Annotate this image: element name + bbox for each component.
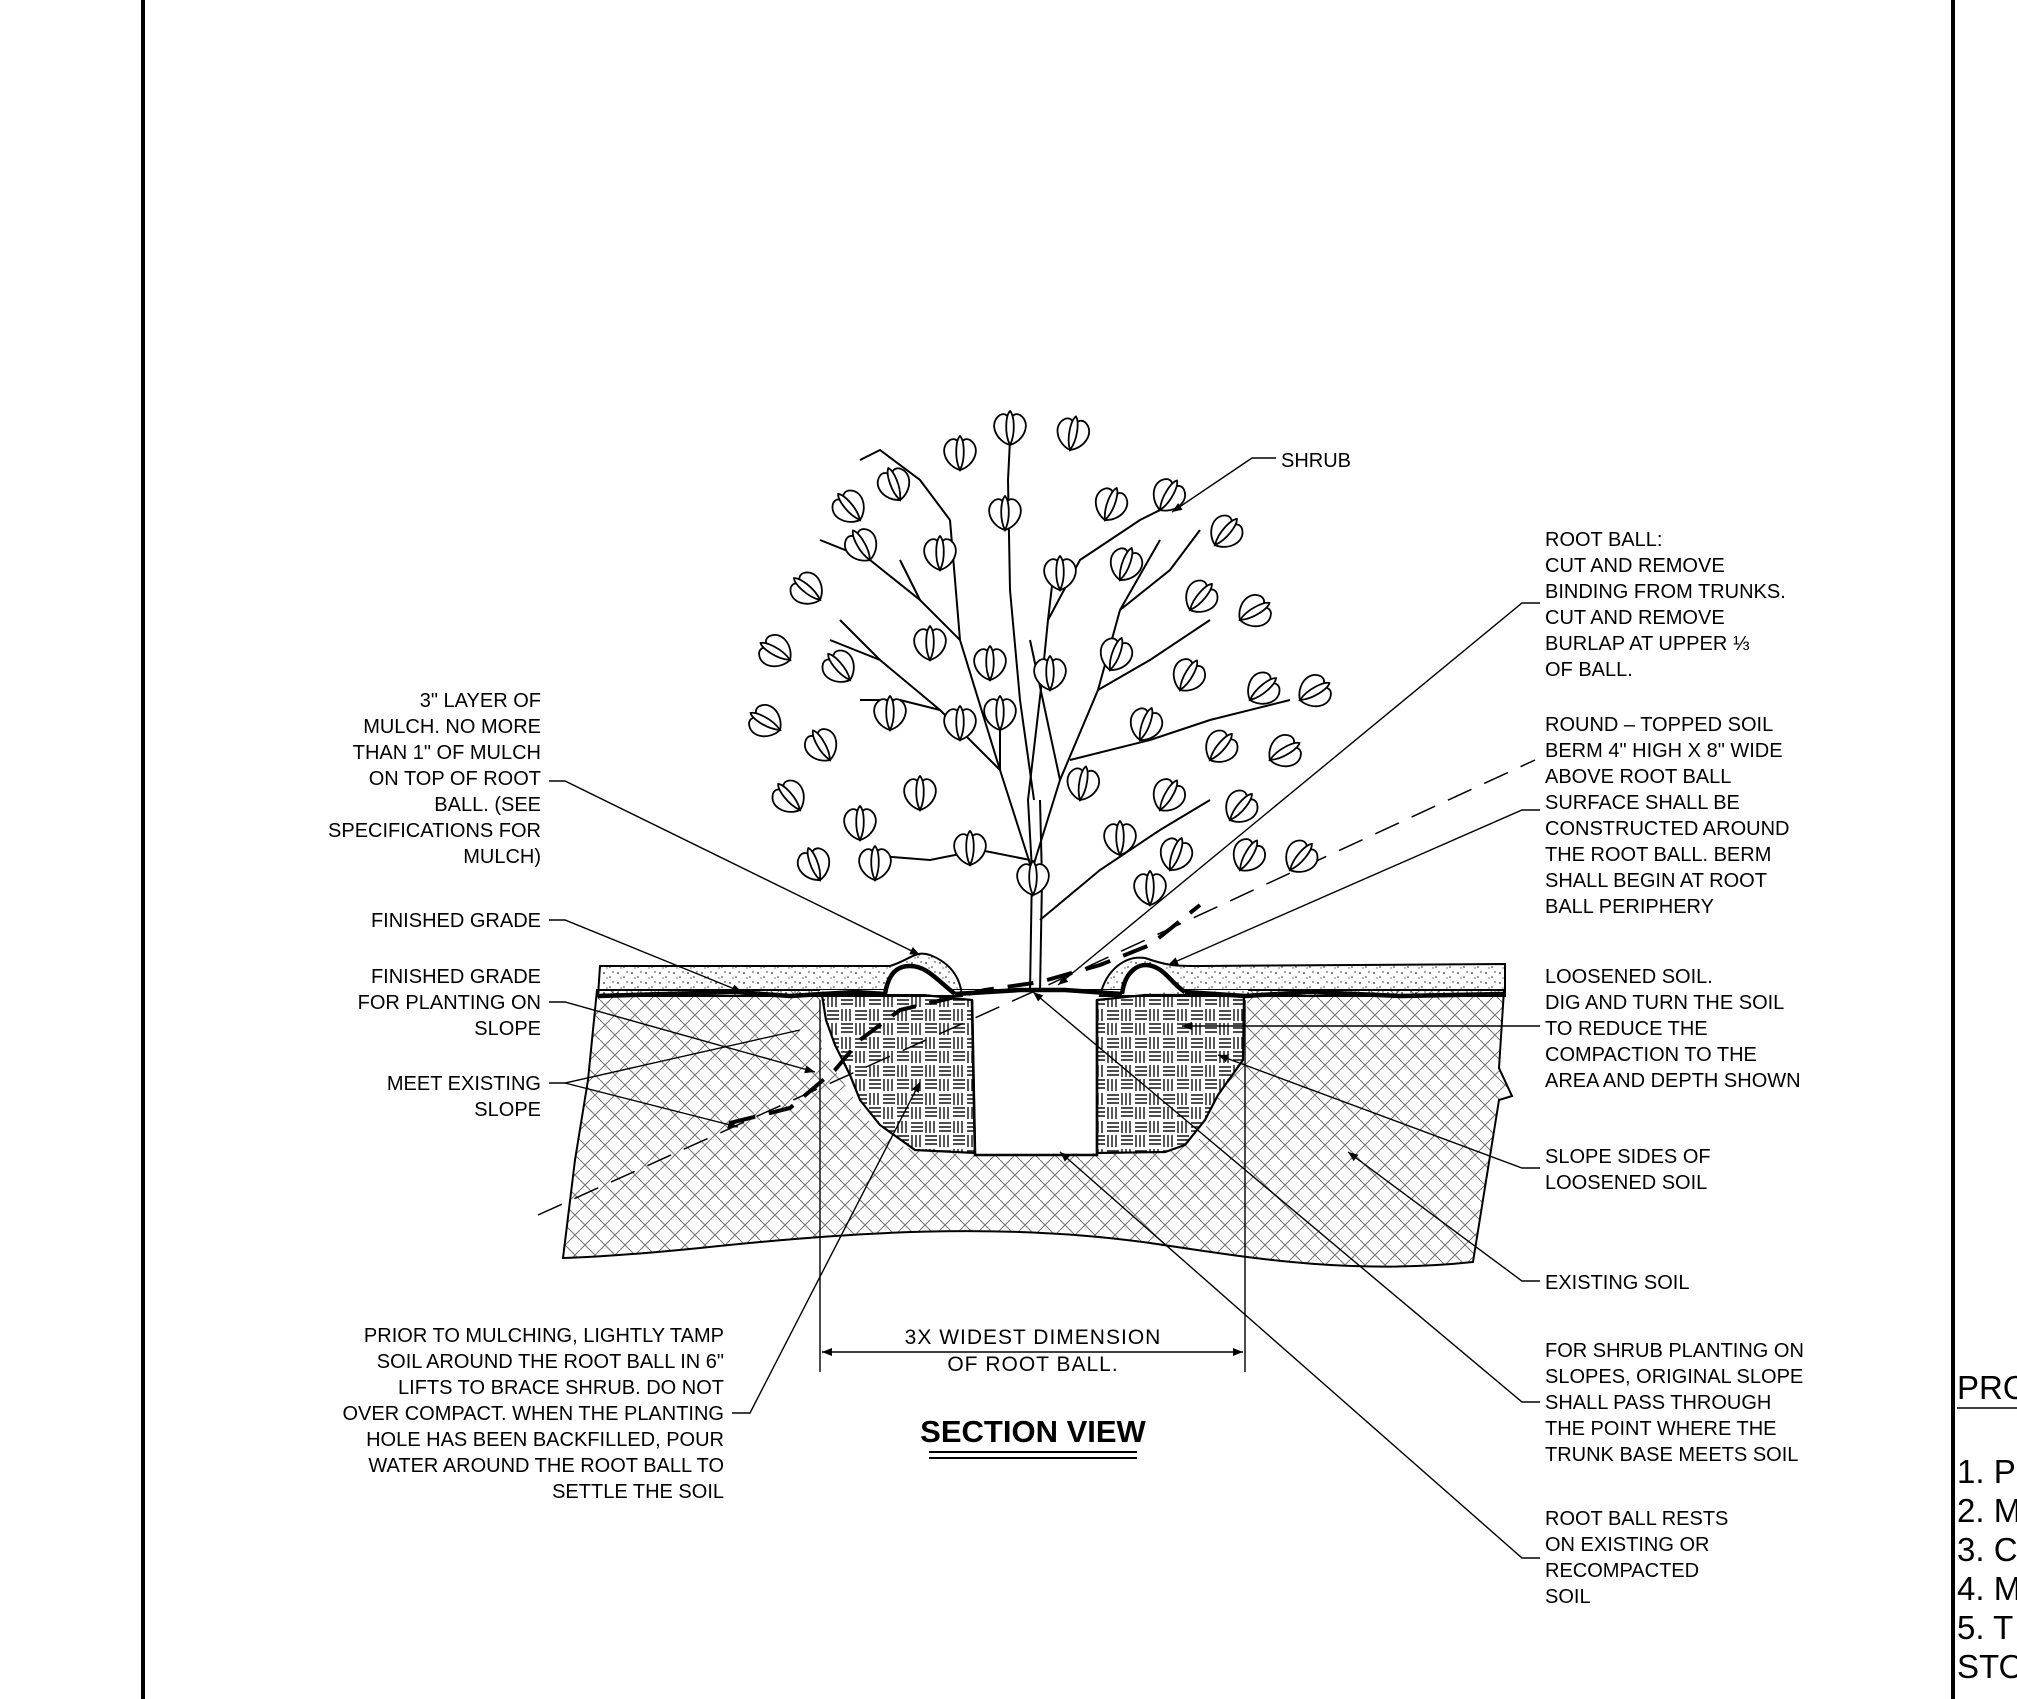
note-root-ball-l3: BINDING FROM TRUNKS. — [1545, 581, 1786, 603]
mulch-layer-left — [596, 952, 964, 997]
leader-finished-grade — [549, 919, 743, 993]
leader-tamp — [732, 1081, 921, 1414]
dimension-label-line2: OF ROOT BALL. — [947, 1353, 1118, 1376]
soil-berm-left — [882, 963, 957, 996]
note-berm-l2: BERM 4" HIGH X 8" WIDE — [1545, 740, 1783, 762]
leader-lines — [549, 457, 1540, 1559]
note-loosened-l2: DIG AND TURN THE SOIL — [1545, 992, 1784, 1014]
note-slope-planting-l2: SLOPES, ORIGINAL SLOPE — [1545, 1366, 1803, 1388]
note-slope-planting-l1: FOR SHRUB PLANTING ON — [1545, 1340, 1804, 1362]
root-ball-hole — [970, 999, 1099, 1157]
note-mulch-l1: 3" LAYER OF — [420, 690, 541, 712]
note-finished-grade-slope-l3: SLOPE — [474, 1018, 541, 1040]
dimension-label-line1: 3X WIDEST DIMENSION — [905, 1326, 1162, 1349]
note-rests-l3: RECOMPACTED — [1545, 1560, 1699, 1582]
soil-berm-right — [1119, 962, 1187, 995]
note-loosened-l4: COMPACTION TO THE — [1545, 1044, 1757, 1066]
leader-slope-planting — [1032, 991, 1540, 1403]
note-tamp-l3: LIFTS TO BRACE SHRUB. DO NOT — [398, 1377, 724, 1399]
note-shrub: SHRUB — [1281, 450, 1351, 472]
note-slope-sides-l2: LOOSENED SOIL — [1545, 1172, 1707, 1194]
note-rests-l4: SOIL — [1545, 1586, 1591, 1608]
note-tamp-l6: WATER AROUND THE ROOT BALL TO — [368, 1455, 724, 1477]
section-view-title: SECTION VIEW — [920, 1414, 1146, 1449]
note-mulch-l7: MULCH) — [463, 846, 541, 868]
note-finished-grade: FINISHED GRADE — [371, 910, 541, 932]
note-mulch-l2: MULCH. NO MORE — [363, 716, 541, 738]
finished-grade-line — [597, 987, 1506, 999]
leader-root-ball — [1057, 602, 1540, 986]
note-root-ball-l6: OF BALL. — [1545, 659, 1633, 681]
mulch-layer-right — [1098, 956, 1506, 997]
note-slope-planting-l5: TRUNK BASE MEETS SOIL — [1545, 1444, 1798, 1466]
note-berm-l7: SHALL BEGIN AT ROOT — [1545, 870, 1767, 892]
note-root-ball-l2: CUT AND REMOVE — [1545, 555, 1725, 577]
leader-shrub — [1171, 457, 1276, 513]
note-slope-planting-l4: THE POINT WHERE THE — [1545, 1418, 1777, 1440]
note-tamp-l1: PRIOR TO MULCHING, LIGHTLY TAMP — [364, 1325, 724, 1347]
note-berm-l4: SURFACE SHALL BE — [1545, 792, 1740, 814]
side-panel-heading: PRO — [1957, 1369, 2017, 1406]
note-berm-l6: THE ROOT BALL. BERM — [1545, 844, 1771, 866]
note-mulch-l5: BALL. (SEE — [434, 794, 541, 816]
note-tamp-l5: HOLE HAS BEEN BACKFILLED, POUR — [366, 1429, 724, 1451]
leader-berm — [1167, 809, 1540, 966]
note-mulch-l4: ON TOP OF ROOT — [369, 768, 541, 790]
note-meet-slope-l2: SLOPE — [474, 1099, 541, 1121]
note-mulch-l6: SPECIFICATIONS FOR — [328, 820, 541, 842]
note-finished-grade-slope-l1: FINISHED GRADE — [371, 966, 541, 988]
note-tamp-l4: OVER COMPACT. WHEN THE PLANTING — [342, 1403, 724, 1425]
note-tamp-l7: SETTLE THE SOIL — [552, 1481, 724, 1503]
note-finished-grade-slope-l2: FOR PLANTING ON — [358, 992, 541, 1014]
leader-meet-slope-b — [564, 1082, 739, 1129]
side-panel-item-6: STO — [1957, 1648, 2017, 1685]
side-panel-item-5: 5. T — [1957, 1609, 2013, 1646]
note-loosened-l5: AREA AND DEPTH SHOWN — [1545, 1070, 1801, 1092]
note-rests-l2: ON EXISTING OR — [1545, 1534, 1709, 1556]
shrub-trunk — [1026, 559, 1056, 993]
note-rests-l1: ROOT BALL RESTS — [1545, 1508, 1728, 1530]
note-root-ball-l1: ROOT BALL: — [1545, 529, 1662, 551]
leader-finished-grade-slope — [549, 1001, 816, 1074]
side-panel-item-1: 1. P — [1957, 1453, 2016, 1490]
note-existing-soil: EXISTING SOIL — [1545, 1272, 1689, 1294]
note-meet-slope-l1: MEET EXISTING — [387, 1073, 541, 1095]
note-berm-l5: CONSTRUCTED AROUND — [1545, 818, 1789, 840]
note-tamp-l2: SOIL AROUND THE ROOT BALL IN 6" — [377, 1351, 724, 1373]
note-mulch-l3: THAN 1" OF MULCH — [353, 742, 541, 764]
note-root-ball-l5: BURLAP AT UPPER ⅓ — [1545, 633, 1750, 655]
note-loosened-l1: LOOSENED SOIL. — [1545, 966, 1713, 988]
loosened-soil-left — [820, 993, 977, 1155]
note-slope-sides-l1: SLOPE SIDES OF — [1545, 1146, 1711, 1168]
dimension-marker — [819, 1000, 1246, 1372]
side-panel-item-3: 3. C — [1957, 1531, 2017, 1568]
side-panel-item-4: 4. M — [1957, 1570, 2017, 1607]
side-panel-item-2: 2. M — [1957, 1492, 2017, 1529]
note-slope-planting-l3: SHALL PASS THROUGH — [1545, 1392, 1771, 1414]
note-berm-l8: BALL PERIPHERY — [1545, 896, 1714, 918]
note-berm-l1: ROUND – TOPPED SOIL — [1545, 714, 1773, 736]
note-berm-l3: ABOVE ROOT BALL — [1545, 766, 1731, 788]
note-root-ball-l4: CUT AND REMOVE — [1545, 607, 1725, 629]
leader-existing — [1347, 1151, 1540, 1282]
slope-finished-grade — [729, 903, 1202, 1125]
note-loosened-l3: TO REDUCE THE — [1545, 1018, 1708, 1040]
leader-rests — [1059, 1151, 1540, 1559]
leader-slope-sides — [1217, 1054, 1540, 1169]
leader-mulch — [549, 780, 921, 956]
